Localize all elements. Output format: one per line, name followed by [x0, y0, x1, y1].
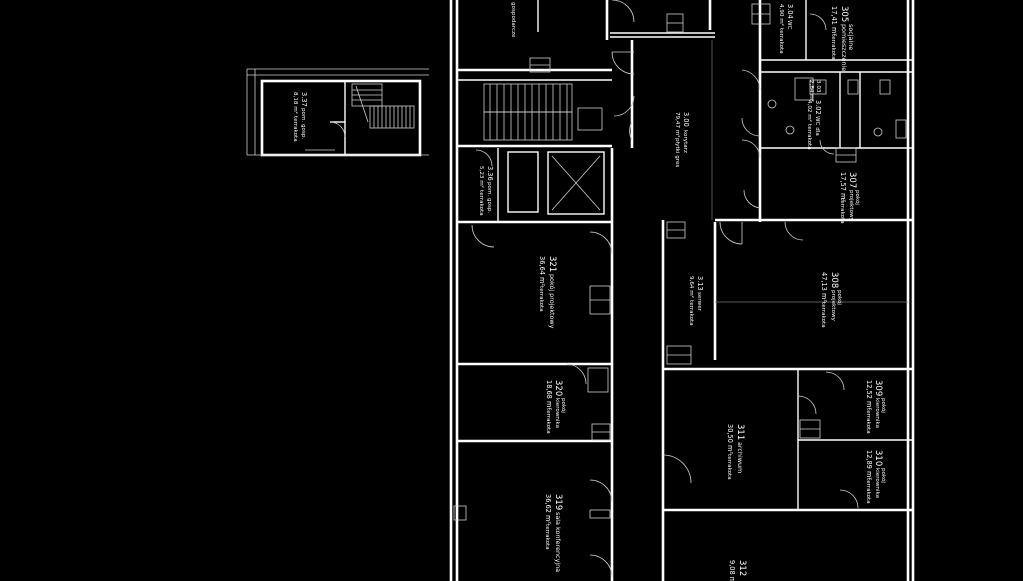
- room-area: 12,52 m²: [865, 380, 873, 410]
- room-floor: terrakota: [726, 454, 732, 480]
- room-name: WC dla: [814, 116, 820, 136]
- room-name-2: kierownika: [554, 398, 560, 428]
- room-area: 5,23 m²: [478, 166, 485, 188]
- room-floor: terrakota: [839, 198, 845, 224]
- room-name: pokój: [880, 398, 887, 413]
- room-label-312: 312 9,08 m²: [728, 560, 747, 581]
- room-floor: terrakota: [806, 124, 812, 150]
- room-floor: terrakota: [820, 302, 826, 328]
- room-number: 3.04: [786, 4, 794, 19]
- room-area: 4,90 m²: [778, 4, 785, 26]
- room-label-319: 319 sala konferencyjna 36,62 m² terrakot…: [544, 494, 563, 572]
- room-floor: terrakota: [865, 408, 871, 434]
- grid-lines: [711, 40, 908, 303]
- room-label-307: 307 pokój projektowy 17,57 m² terrakota: [839, 172, 861, 224]
- room-number: 320: [553, 380, 563, 396]
- room-label-303: 3.03 2,84 m²: [808, 80, 821, 102]
- room-area: 36,64 m²: [538, 256, 546, 286]
- room-label-337: 3.37 pom. gosp. 8,18 m² terrakota: [292, 92, 308, 142]
- room-name-2: projektowy: [830, 290, 836, 322]
- room-area: 9,08 m²: [728, 560, 736, 581]
- room-label-311: 311 archiwum 30,50 m² terrakota: [726, 424, 745, 480]
- room-name: pokój: [854, 190, 861, 205]
- room-name: pom. gosp.: [300, 108, 306, 139]
- room-label-336: 3.36 pom. gosp. 5,23 m² terrakota: [478, 166, 494, 216]
- room-name: korytarz: [682, 130, 688, 153]
- sanitary-fixtures: [767, 77, 907, 139]
- room-floor: terrakota: [478, 190, 484, 216]
- room-label-309: 309 pokój kierownika 12,52 m² terrakota: [865, 380, 887, 434]
- room-area: 47,13 m²: [820, 272, 828, 302]
- building-walls: [449, 0, 915, 581]
- room-area: 2,84 m²: [808, 80, 815, 102]
- room-floor: terrakota: [865, 478, 871, 504]
- room-floor: terrakota: [538, 286, 544, 312]
- room-number: 312: [737, 560, 747, 576]
- room-name-2: kierownika: [874, 398, 880, 428]
- room-number: 310: [873, 450, 883, 466]
- room-floor: terrakota: [292, 116, 298, 142]
- room-floor: terrakota: [778, 28, 784, 54]
- room-label-313: 3.13 serwer 9,64 m² terrakota: [688, 276, 704, 326]
- room-number: 3.37: [300, 92, 308, 107]
- room-area: 17,41 m²: [830, 6, 838, 36]
- room-label-321: 321 pokój projektowy 36,64 m² terrakota: [538, 256, 557, 329]
- room-label-308: 308 pokój projektowy 47,13 m² terrakota: [820, 272, 843, 328]
- room-name: pomieszczenie: [840, 24, 848, 71]
- room-area: 18,68 m²: [545, 380, 553, 410]
- staircase: [483, 83, 603, 141]
- room-number: 3.02: [814, 100, 822, 115]
- doors: [471, 0, 859, 578]
- room-name-2: projektowy: [848, 190, 854, 222]
- room-label-304: 3.04 WC 4,90 m² terrakota: [778, 4, 794, 54]
- room-label-310: 310 pokój kierownika 12,89 m² terrakota: [865, 450, 887, 504]
- room-area: 12,89 m²: [865, 450, 873, 480]
- room-floor: terrakota: [545, 408, 551, 434]
- room-name: WC: [786, 20, 792, 30]
- room-name: gospodarcze: [510, 2, 516, 38]
- room-area: 8,18 m²: [292, 92, 299, 114]
- room-area: 4,02 m²: [806, 100, 813, 122]
- elevator-shaft: [507, 151, 605, 215]
- room-name: archiwum: [736, 442, 744, 473]
- room-number: 311: [735, 424, 745, 440]
- room-area: 9,64 m²: [688, 276, 695, 298]
- hvac-units: [453, 3, 857, 521]
- room-name: pokój: [560, 398, 567, 413]
- room-number: 305: [839, 6, 849, 22]
- room-area: 17,57 m²: [839, 172, 847, 202]
- room-floor: terrakota: [830, 34, 836, 60]
- room-name: pokój projektowy: [548, 274, 556, 329]
- room-number: 309: [873, 380, 883, 396]
- room-name: pokój: [880, 468, 887, 483]
- room-label-300: 3.00 korytarz 79,47 m² płytki gres: [674, 112, 690, 167]
- room-name: pom. gosp.: [486, 182, 492, 213]
- room-number: 319: [553, 494, 563, 510]
- room-area: 30,50 m²: [726, 424, 734, 454]
- room-floor: terrakota: [544, 524, 550, 550]
- room-floor: terrakota: [688, 300, 694, 326]
- room-name-2: kierownika: [874, 468, 880, 498]
- room-floor: płytki gres: [674, 138, 680, 167]
- room-area: 36,62 m²: [544, 494, 552, 524]
- room-number: 3.03: [815, 80, 821, 93]
- room-name-2: socjalne: [847, 24, 855, 50]
- room-name: sala konferencyjna: [554, 512, 562, 572]
- room-label-320: 320 pokój kierownika 18,68 m² terrakota: [545, 380, 567, 434]
- room-label-305: 305 pomieszczenie socjalne 17,41 m² terr…: [830, 6, 855, 71]
- room-name: serwer: [696, 292, 702, 312]
- room-number: 3.00: [682, 112, 690, 127]
- annex-stair-block: [246, 68, 429, 157]
- room-label-302: 3.02 WC dla 4,02 m² terrakota: [806, 100, 822, 150]
- room-number: 321: [547, 256, 557, 272]
- room-number: 307: [847, 172, 857, 188]
- partial-label-top: gospodarcze: [510, 2, 516, 38]
- room-area: 79,47 m²: [674, 112, 681, 137]
- room-number: 308: [829, 272, 839, 288]
- room-name: pokój: [836, 290, 843, 305]
- room-number: 3.36: [486, 166, 494, 181]
- room-number: 3.13: [696, 276, 704, 291]
